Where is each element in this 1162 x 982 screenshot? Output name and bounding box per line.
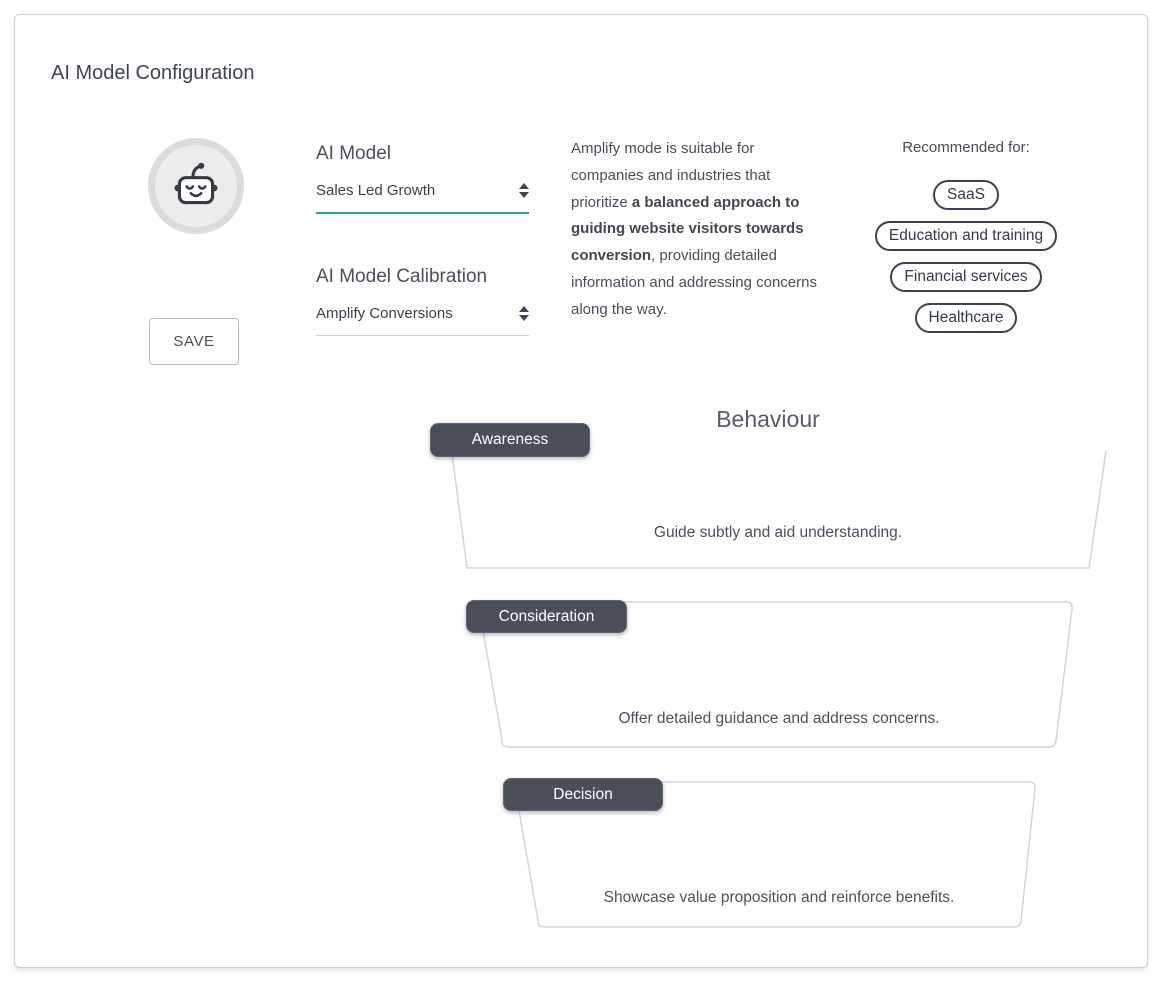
robot-icon (174, 162, 218, 205)
ai-model-selected-value: Sales Led Growth (316, 182, 436, 199)
stage-caption-decision: Showcase value proposition and reinforce… (603, 889, 955, 906)
tag-saas: SaaS (933, 180, 999, 210)
model-form: AI Model Sales Led Growth AI Model Calib… (316, 143, 529, 336)
stage-badge-awareness: Awareness (430, 423, 590, 457)
calibration-selected-value: Amplify Conversions (316, 305, 453, 322)
tag-financial-services: Financial services (890, 262, 1042, 292)
avatar (148, 138, 244, 234)
mode-description: Amplify mode is suitable for companies a… (571, 136, 827, 324)
ai-model-calibration-select[interactable]: Amplify Conversions (316, 305, 529, 336)
stage-caption-awareness: Guide subtly and aid understanding. (653, 524, 903, 541)
recommended-label: Recommended for: (902, 139, 1030, 156)
stage-badge-decision: Decision (503, 778, 663, 811)
stage-caption-consideration: Offer detailed guidance and address conc… (618, 710, 940, 727)
page-title: AI Model Configuration (51, 62, 255, 84)
ai-model-configuration-card: AI Model Configuration SAVE AI Model Sal… (14, 14, 1148, 968)
stage-badge-consideration: Consideration (466, 600, 627, 633)
ai-model-label: AI Model (316, 143, 391, 164)
ai-model-select[interactable]: Sales Led Growth (316, 182, 529, 214)
behaviour-title: Behaviour (716, 406, 820, 432)
save-button[interactable]: SAVE (149, 318, 239, 365)
description-text: , providing detailed information and add… (571, 247, 817, 318)
dropdown-arrows-icon (519, 183, 529, 198)
description-text: Amplify mode is suitable for companies a… (571, 140, 771, 211)
dropdown-arrows-icon (519, 306, 529, 321)
recommended-section: Recommended for: SaaS Education and trai… (853, 139, 1079, 344)
tag-healthcare: Healthcare (914, 303, 1018, 333)
tag-education-and-training: Education and training (874, 221, 1058, 251)
ai-model-calibration-label: AI Model Calibration (316, 266, 488, 287)
description-bold-text: a balanced approach to guiding website v… (571, 193, 804, 265)
